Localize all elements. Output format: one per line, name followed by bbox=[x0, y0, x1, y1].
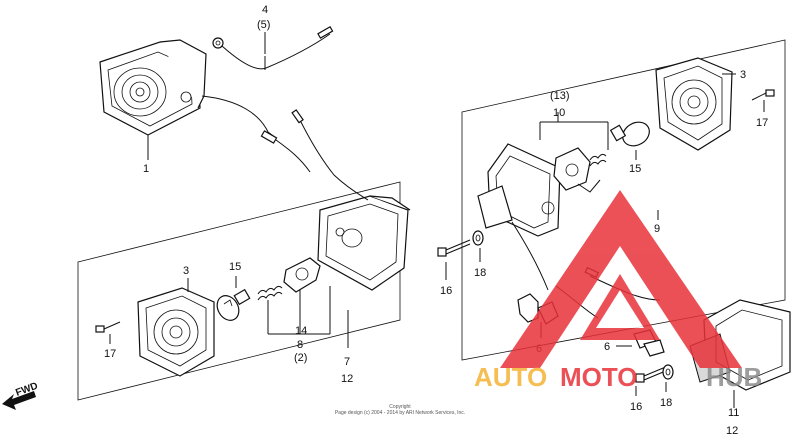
svg-text:MOTO: MOTO bbox=[560, 362, 638, 392]
label-part-17-right: 17 bbox=[756, 117, 768, 129]
label-part-12-left: 12 bbox=[341, 373, 353, 385]
bulb-15-right bbox=[609, 121, 650, 147]
label-part-15-right: 15 bbox=[629, 163, 641, 175]
label-part-3-left: 3 bbox=[183, 265, 189, 277]
label-part-9: 9 bbox=[654, 223, 660, 235]
bolt-16-mid bbox=[437, 239, 471, 257]
group-frame-left bbox=[77, 181, 401, 401]
label-part-6-b: 6 bbox=[604, 341, 610, 353]
label-part-4: 4 bbox=[262, 4, 268, 16]
copyright-line-2: Page design (c) 2004 - 2014 by ARI Netwo… bbox=[334, 410, 466, 416]
label-part-5: (5) bbox=[257, 19, 270, 31]
label-part-15-left: 15 bbox=[229, 261, 241, 273]
bulb-socket-left bbox=[257, 257, 321, 301]
label-part-11: 11 bbox=[728, 407, 739, 419]
label-part-12-right: 12 bbox=[726, 425, 738, 437]
turn-signal-housing-left bbox=[291, 109, 411, 291]
label-part-8-qty: (2) bbox=[294, 352, 307, 364]
label-part-18-mid: 18 bbox=[474, 267, 486, 279]
label-part-13: (13) bbox=[550, 90, 570, 102]
label-part-7: 7 bbox=[344, 356, 350, 368]
bulb-socket-right bbox=[553, 147, 607, 193]
ground-wire-4 bbox=[212, 25, 334, 70]
label-part-8: 8 bbox=[297, 339, 303, 351]
label-part-16-lower: 16 bbox=[630, 401, 642, 413]
label-part-10: 10 bbox=[553, 107, 565, 119]
label-part-16-mid: 16 bbox=[440, 285, 452, 297]
lens-3-right bbox=[655, 57, 733, 151]
washer-18-mid bbox=[472, 230, 484, 246]
svg-text:HUB: HUB bbox=[706, 362, 762, 392]
copyright-line-1: Copyright bbox=[389, 404, 411, 410]
washer-18-lower bbox=[662, 364, 674, 380]
screw-17-right bbox=[751, 89, 775, 101]
svg-text:AUTO: AUTO bbox=[474, 362, 547, 392]
label-part-14: 14 bbox=[295, 325, 307, 337]
label-part-3-right: 3 bbox=[740, 69, 746, 81]
fwd-arrow-icon bbox=[2, 391, 36, 410]
turn-signal-lens-1 bbox=[99, 39, 207, 136]
lens-3-left bbox=[137, 287, 215, 377]
label-part-17-left: 17 bbox=[104, 348, 116, 360]
bulb-15-left bbox=[216, 288, 251, 321]
watermark-logo: AUTO MOTO HUB bbox=[474, 190, 762, 392]
label-part-1: 1 bbox=[143, 163, 149, 175]
copyright-notice: Copyright Page design (c) 2004 - 2014 by… bbox=[240, 404, 560, 416]
screw-17-left bbox=[95, 321, 121, 333]
turn-signal-housing-right bbox=[477, 143, 561, 237]
label-part-18-lower: 18 bbox=[660, 397, 672, 409]
